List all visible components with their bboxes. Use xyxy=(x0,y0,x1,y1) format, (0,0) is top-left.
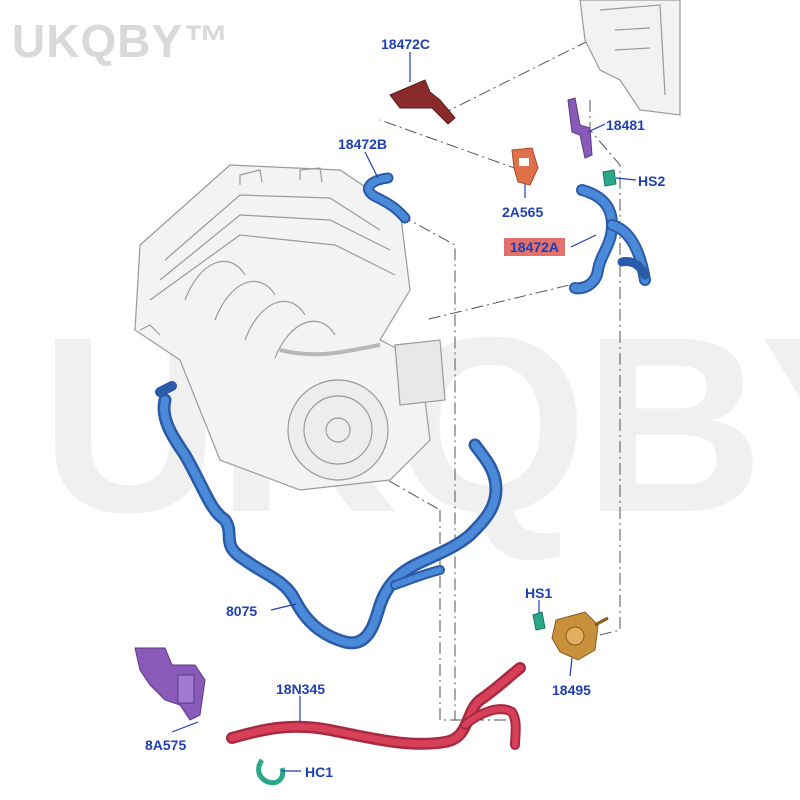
part-HS2 xyxy=(602,169,617,187)
label-HC1: HC1 xyxy=(305,764,334,780)
label-8075: 8075 xyxy=(226,603,258,619)
part-18472B xyxy=(363,172,411,224)
label-2A565: 2A565 xyxy=(502,204,544,220)
label-HS1: HS1 xyxy=(525,585,553,601)
label-HS2: HS2 xyxy=(638,173,666,189)
label-8A575: 8A575 xyxy=(145,737,187,753)
part-18N345 xyxy=(226,662,526,750)
part-18481 xyxy=(567,97,593,159)
label-18481: 18481 xyxy=(606,117,645,133)
label-18472C: 18472C xyxy=(381,36,431,52)
engine-illustration xyxy=(134,164,446,491)
part-8A575 xyxy=(134,647,206,721)
label-18472B: 18472B xyxy=(338,136,388,152)
part-HS1 xyxy=(532,611,546,631)
label-18495: 18495 xyxy=(552,682,591,698)
transmission-illustration xyxy=(579,0,681,116)
part-2A565 xyxy=(511,147,539,186)
part-18472A xyxy=(569,184,651,295)
part-18472C xyxy=(389,79,456,125)
leader-lines xyxy=(369,39,621,721)
label-18N345: 18N345 xyxy=(276,681,326,697)
part-HC1 xyxy=(256,758,286,786)
part-18495 xyxy=(551,611,609,661)
part-8075 xyxy=(155,381,503,650)
watermark-small: UKQBY™ xyxy=(12,15,231,67)
callout-leaders xyxy=(171,52,637,772)
label-18472A: 18472A xyxy=(504,238,566,256)
